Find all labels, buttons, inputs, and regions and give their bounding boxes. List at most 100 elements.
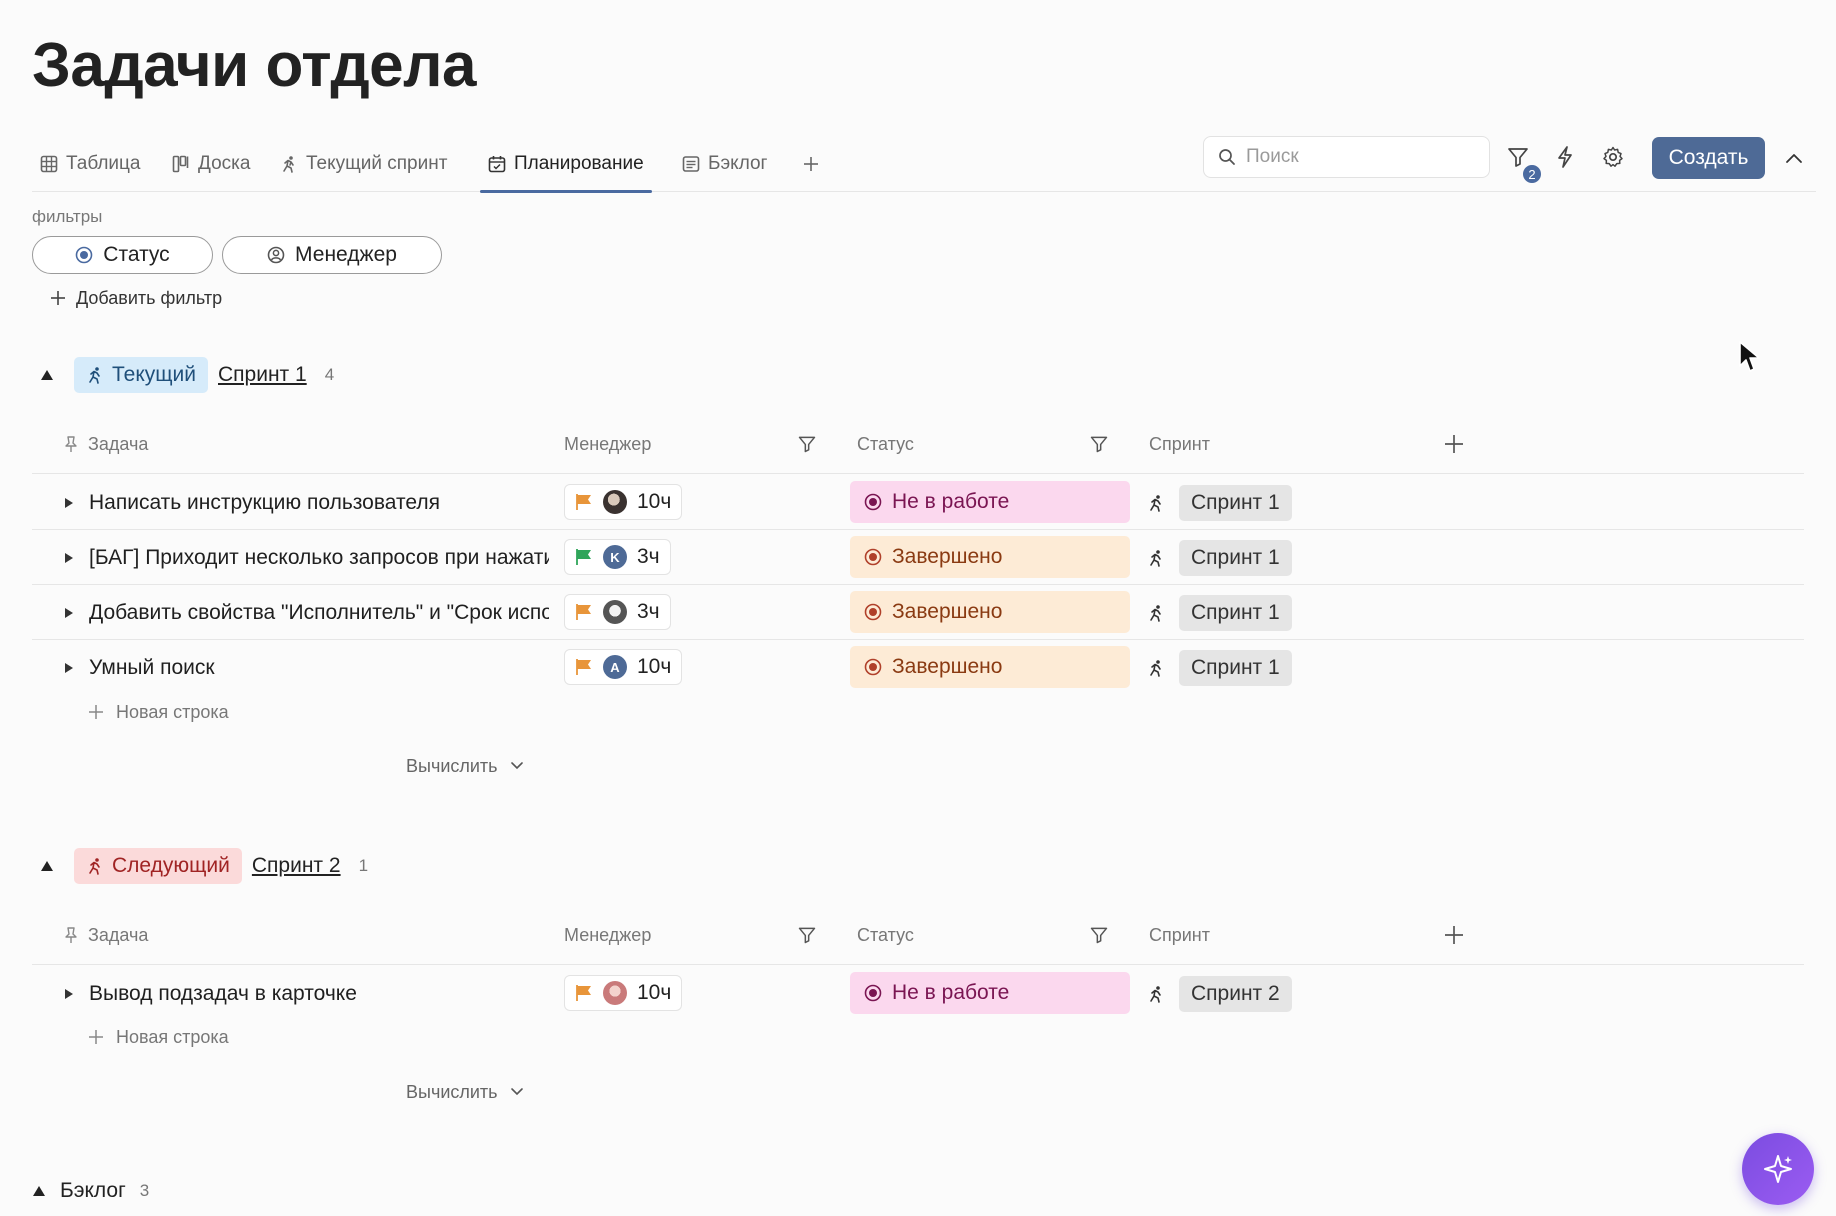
manager-cell[interactable]: 10ч: [564, 975, 683, 1011]
manager-cell[interactable]: 10ч: [564, 484, 683, 520]
task-name[interactable]: Добавить свойства "Исполнитель" и "Срок …: [89, 600, 549, 624]
sprint-link[interactable]: Спринт 1: [218, 363, 307, 386]
column-sprint[interactable]: Спринт: [1149, 905, 1210, 965]
runner-icon: [283, 156, 294, 173]
hours-estimate: 10ч: [637, 490, 672, 513]
triangle-up-icon: [41, 370, 53, 380]
filter-icon: [1090, 436, 1108, 453]
status-badge[interactable]: Завершено: [850, 536, 1130, 578]
status-label: Завершено: [892, 600, 1003, 623]
search-input[interactable]: [1246, 146, 1466, 168]
table-row[interactable]: Добавить свойства "Исполнитель" и "Срок …: [32, 585, 1804, 640]
expand-row-button[interactable]: [64, 640, 74, 695]
filter-button[interactable]: [1503, 142, 1533, 172]
add-column-button[interactable]: [1444, 905, 1464, 965]
task-name[interactable]: Вывод подзадач в карточке: [89, 981, 357, 1005]
column-status[interactable]: Статус: [857, 905, 914, 965]
hours-estimate: 3ч: [637, 545, 660, 568]
table-row[interactable]: Вывод подзадач в карточке 10ч Не в работ…: [32, 966, 1804, 1021]
expand-row-button[interactable]: [64, 530, 74, 585]
column-filter-button[interactable]: [797, 414, 817, 474]
status-badge[interactable]: Завершено: [850, 591, 1130, 633]
board-icon: [172, 155, 189, 173]
expand-row-button[interactable]: [64, 475, 74, 530]
column-status[interactable]: Статус: [857, 414, 914, 474]
tab-current-sprint[interactable]: Текущий спринт: [280, 136, 447, 192]
pin-icon: [65, 436, 77, 452]
status-icon: [75, 246, 93, 264]
table-row[interactable]: [БАГ] Приходит несколько запросов при на…: [32, 530, 1804, 585]
column-task[interactable]: Задача: [64, 905, 148, 965]
table-row[interactable]: Умный поиск A 10ч Завершено Спринт 1: [32, 640, 1804, 695]
automation-button[interactable]: [1550, 142, 1580, 172]
flag-icon: [576, 549, 591, 565]
sprint-cell[interactable]: Спринт 1: [1147, 475, 1292, 530]
tab-board[interactable]: Доска: [172, 136, 250, 192]
tab-backlog[interactable]: Бэклог: [682, 136, 768, 192]
status-badge[interactable]: Завершено: [850, 646, 1130, 688]
collapse-section-button[interactable]: [32, 369, 62, 381]
sprint-section-next: Следующий Спринт 2 1 Задача Менеджер Ста…: [32, 847, 1804, 1127]
tab-label: Доска: [198, 153, 251, 174]
sprint-cell[interactable]: Спринт 1: [1147, 585, 1292, 640]
column-filter-button[interactable]: [1089, 905, 1109, 965]
column-task[interactable]: Задача: [64, 414, 148, 474]
column-sprint[interactable]: Спринт: [1149, 414, 1210, 474]
status-badge[interactable]: Не в работе: [850, 481, 1130, 523]
status-dot-icon: [864, 493, 882, 511]
filter-icon: [1090, 927, 1108, 944]
calculate-dropdown[interactable]: Вычислить: [406, 746, 524, 786]
add-column-button[interactable]: [1444, 414, 1464, 474]
filter-chip-label: Менеджер: [295, 243, 397, 266]
new-row-button[interactable]: Новая строка: [88, 1017, 229, 1057]
sprint-cell[interactable]: Спринт 2: [1147, 966, 1292, 1021]
ai-assistant-button[interactable]: [1742, 1133, 1814, 1205]
column-label: Менеджер: [564, 924, 652, 945]
collapse-section-button[interactable]: [32, 860, 62, 872]
table-row[interactable]: Написать инструкцию пользователя 10ч Не …: [32, 475, 1804, 530]
task-name[interactable]: [БАГ] Приходит несколько запросов при на…: [89, 545, 549, 569]
sprint-tag: Спринт 1: [1179, 484, 1292, 521]
column-headers: Задача Менеджер Статус Спринт: [32, 414, 1804, 474]
backlog-label: Бэклог: [60, 1179, 126, 1202]
filter-chip-manager[interactable]: Менеджер: [222, 236, 442, 274]
task-count: 1: [358, 856, 369, 875]
table-icon: [40, 155, 58, 173]
backlog-section-header[interactable]: Бэклог 3: [32, 1176, 149, 1206]
calculate-label: Вычислить: [406, 755, 498, 776]
manager-cell[interactable]: A 10ч: [564, 649, 683, 685]
add-tab-button[interactable]: [802, 136, 820, 192]
tab-planning[interactable]: Планирование: [480, 136, 652, 193]
expand-row-button[interactable]: [64, 966, 74, 1021]
add-filter-button[interactable]: Добавить фильтр: [50, 284, 222, 312]
collapse-header-button[interactable]: [1780, 144, 1808, 172]
pin-icon: [65, 927, 77, 943]
sprint-section-current: Текущий Спринт 1 4 Задача Менеджер Стату…: [32, 356, 1804, 776]
search-box[interactable]: [1203, 136, 1490, 178]
expand-row-button[interactable]: [64, 585, 74, 640]
sprint-cell[interactable]: Спринт 1: [1147, 640, 1292, 695]
runner-icon: [89, 367, 100, 384]
runner-icon: [1150, 494, 1161, 512]
calendar-icon: [488, 156, 506, 173]
new-row-button[interactable]: Новая строка: [88, 692, 229, 732]
filter-chip-status[interactable]: Статус: [32, 236, 213, 274]
sprint-link[interactable]: Спринт 2: [251, 854, 341, 877]
settings-button[interactable]: [1598, 142, 1628, 172]
task-name[interactable]: Умный поиск: [89, 655, 215, 679]
manager-cell[interactable]: K 3ч: [564, 539, 671, 575]
create-button[interactable]: Создать: [1652, 137, 1765, 179]
tab-table[interactable]: Таблица: [40, 136, 141, 192]
status-badge[interactable]: Не в работе: [850, 972, 1130, 1014]
sprint-cell[interactable]: Спринт 1: [1147, 530, 1292, 585]
filter-icon: [798, 436, 816, 453]
column-manager[interactable]: Менеджер: [564, 414, 651, 474]
task-name[interactable]: Написать инструкцию пользователя: [89, 490, 440, 514]
column-label: Статус: [857, 924, 914, 945]
manager-cell[interactable]: 3ч: [564, 594, 671, 630]
column-filter-button[interactable]: [797, 905, 817, 965]
column-manager[interactable]: Менеджер: [564, 905, 651, 965]
calculate-dropdown[interactable]: Вычислить: [406, 1072, 524, 1112]
column-filter-button[interactable]: [1089, 414, 1109, 474]
sparkle-icon: [1764, 1155, 1792, 1183]
